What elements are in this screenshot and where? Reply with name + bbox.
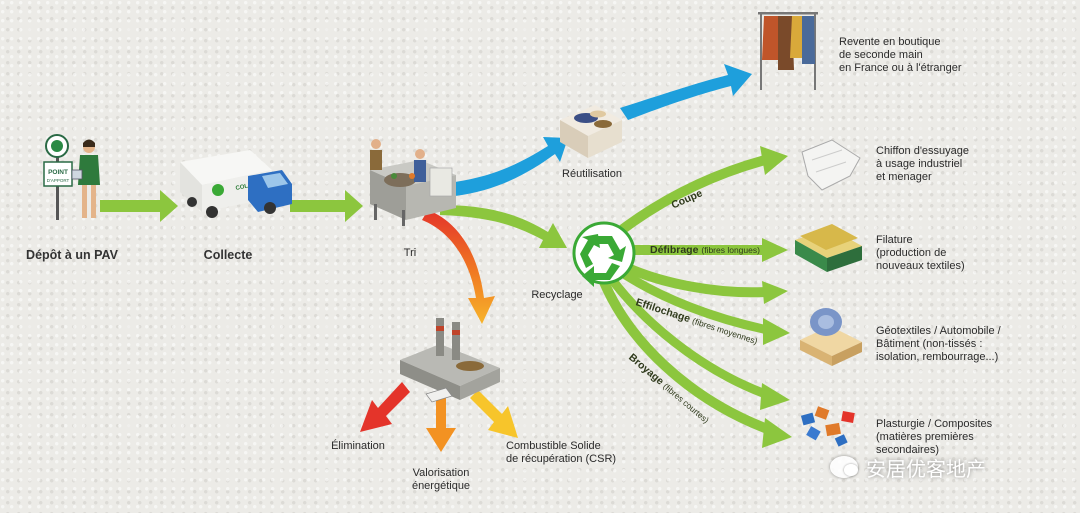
chiffon-line1: Chiffon d'essuyage — [876, 145, 970, 157]
arrow-tri-to-reutilisation — [455, 137, 568, 196]
arrow-elimination — [360, 382, 410, 432]
process-defibrage: Défibrage (fibres longues) — [650, 244, 760, 256]
valorisation-line1: Valorisation — [412, 467, 470, 479]
arrow-tri-to-recyclage — [440, 205, 567, 248]
branch-broyage-a — [600, 265, 773, 400]
process-defibrage-detail: (fibres longues) — [701, 245, 760, 255]
label-revente: Revente en boutique de seconde main en F… — [839, 36, 962, 75]
branch-effilochage-a — [610, 257, 770, 298]
branch-broyage-b — [595, 267, 775, 435]
recycling-branches — [595, 155, 775, 435]
process-defibrage-name: Défibrage — [650, 244, 699, 256]
arrow-csr — [470, 390, 518, 438]
valorisation-line2: énergétique — [411, 480, 471, 492]
filature-line1: Filature — [876, 234, 913, 246]
csr-line1: Combustible Solide — [506, 440, 601, 452]
revente-line2: de seconde main — [839, 49, 923, 61]
recycling-arrowheads — [760, 146, 792, 448]
collecte-truck-illustration: COLLECTE — [180, 150, 292, 218]
filature-line3: nouveaux textiles) — [876, 260, 965, 272]
label-filature: Filature (production de nouveaux textile… — [876, 234, 965, 273]
label-valorisation: Valorisation énergétique — [412, 467, 470, 493]
geotextiles-line1: Géotextiles / Automobile / — [876, 325, 1001, 337]
wechat-icon — [830, 456, 858, 478]
arrow-valorisation — [426, 398, 456, 452]
arrow-reutilisation-to-revente — [620, 64, 752, 120]
csr-line2: de récupération (CSR) — [506, 453, 617, 465]
plasturgie-line2: (matières premières — [876, 431, 974, 443]
energy-plant-illustration — [400, 318, 500, 403]
geotextile-illustration — [800, 308, 862, 366]
geotextiles-line2: Bâtiment (non-tissés : — [876, 338, 983, 350]
branch-coupe — [610, 155, 770, 240]
label-recyclage: Recyclage — [531, 289, 583, 301]
chiffon-line2: à usage industriel — [876, 158, 963, 170]
label-reutilisation: Réutilisation — [562, 168, 622, 180]
pav-sign-line1: POINT — [48, 169, 68, 176]
label-csr: Combustible Solide de récupération (CSR) — [506, 440, 616, 466]
tri-station-illustration — [370, 139, 456, 226]
clothing-rack-illustration — [758, 12, 818, 90]
watermark: 安居优客地产 — [830, 452, 1070, 482]
chiffon-line3: et menager — [876, 171, 932, 183]
label-depot: Dépôt à un PAV — [26, 248, 118, 262]
pav-illustration: POINT D'APPORT — [43, 134, 100, 220]
label-chiffon: Chiffon d'essuyage à usage industriel et… — [876, 145, 969, 184]
recycling-symbol — [572, 221, 636, 287]
label-collecte: Collecte — [203, 248, 253, 262]
filature-line2: (production de — [876, 247, 947, 259]
arrow-tri-to-energy — [422, 210, 495, 324]
label-tri: Tri — [403, 247, 417, 259]
plasturgie-illustration — [800, 406, 855, 447]
revente-line1: Revente en boutique — [839, 36, 941, 48]
reutilisation-box-illustration — [560, 105, 622, 158]
plasturgie-line1: Plasturgie / Composites — [876, 418, 993, 430]
geotextiles-line3: isolation, rembourrage...) — [876, 351, 999, 363]
label-plasturgie: Plasturgie / Composites (matières premiè… — [876, 418, 992, 457]
label-elimination: Élimination — [331, 440, 385, 452]
label-geotextiles: Géotextiles / Automobile / Bâtiment (non… — [876, 325, 1001, 364]
pav-sign-line2: D'APPORT — [47, 178, 70, 183]
arrow-depot-to-collecte — [100, 190, 178, 222]
arrow-collecte-to-tri — [290, 190, 363, 222]
revente-line3: en France ou à l'étranger — [839, 62, 962, 74]
filature-illustration — [795, 224, 862, 272]
chiffon-illustration — [801, 139, 861, 191]
watermark-text: 安居优客地产 — [866, 456, 986, 481]
plasturgie-line3: secondaires) — [876, 444, 939, 456]
branch-effilochage-b — [607, 261, 773, 335]
